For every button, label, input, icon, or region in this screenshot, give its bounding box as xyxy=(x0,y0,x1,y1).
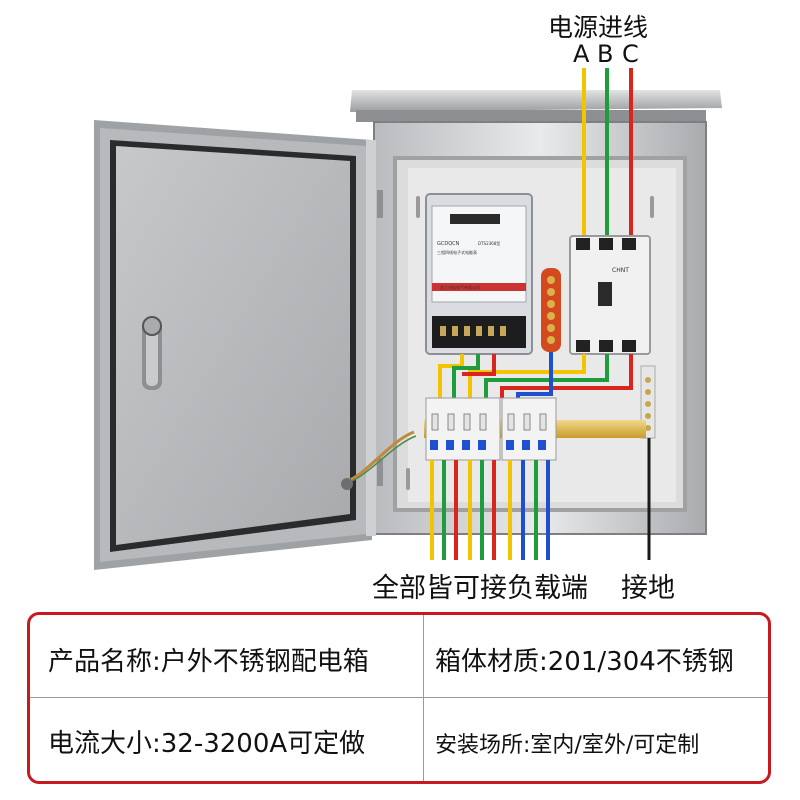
phase-a-label: A xyxy=(573,40,590,68)
phase-b-label: B xyxy=(597,40,614,68)
meter-brand: GCDQCN xyxy=(437,241,460,247)
energy-meter: GCDQCN DTS2368型 三相四线电子式电能表 浙江谷灿电气有限公司 xyxy=(425,193,533,355)
meter-name: 三相四线电子式电能表 xyxy=(437,249,477,255)
spec-product-name: 产品名称:户外不锈钢配电箱 xyxy=(48,647,369,677)
door-lock-handle xyxy=(142,316,162,390)
spec-table: 产品名称:户外不锈钢配电箱 箱体材质:201/304不锈钢 电流大小:32-32… xyxy=(27,612,771,784)
table-divider-horizontal xyxy=(30,697,768,698)
internal-wiring xyxy=(438,352,633,398)
spec-location: 安装场所:室内/室外/可定制 xyxy=(435,733,700,758)
meter-maker: 浙江谷灿电气有限公司 xyxy=(440,284,480,290)
branch-breakers xyxy=(425,397,557,461)
cabinet-door xyxy=(94,120,417,570)
load-terminals-label: 全部皆可接负载端 xyxy=(372,573,588,604)
main-breaker: CHNT xyxy=(569,235,651,355)
ground-label: 接地 xyxy=(621,573,675,604)
neutral-busbar xyxy=(541,268,561,352)
spec-current: 电流大小:32-3200A可定做 xyxy=(48,729,366,759)
load-wires xyxy=(430,460,550,560)
meter-model: DTS2368型 xyxy=(478,240,500,246)
spec-material: 箱体材质:201/304不锈钢 xyxy=(435,647,734,677)
phase-c-label: C xyxy=(622,40,639,68)
incoming-wires xyxy=(582,68,633,242)
distribution-box-photo: GCDQCN DTS2368型 三相四线电子式电能表 浙江谷灿电气有限公司 CH… xyxy=(94,68,722,570)
table-divider-vertical xyxy=(423,615,424,781)
breaker-brand: CHNT xyxy=(612,267,629,274)
power-input-label: 电源进线 xyxy=(548,13,649,42)
